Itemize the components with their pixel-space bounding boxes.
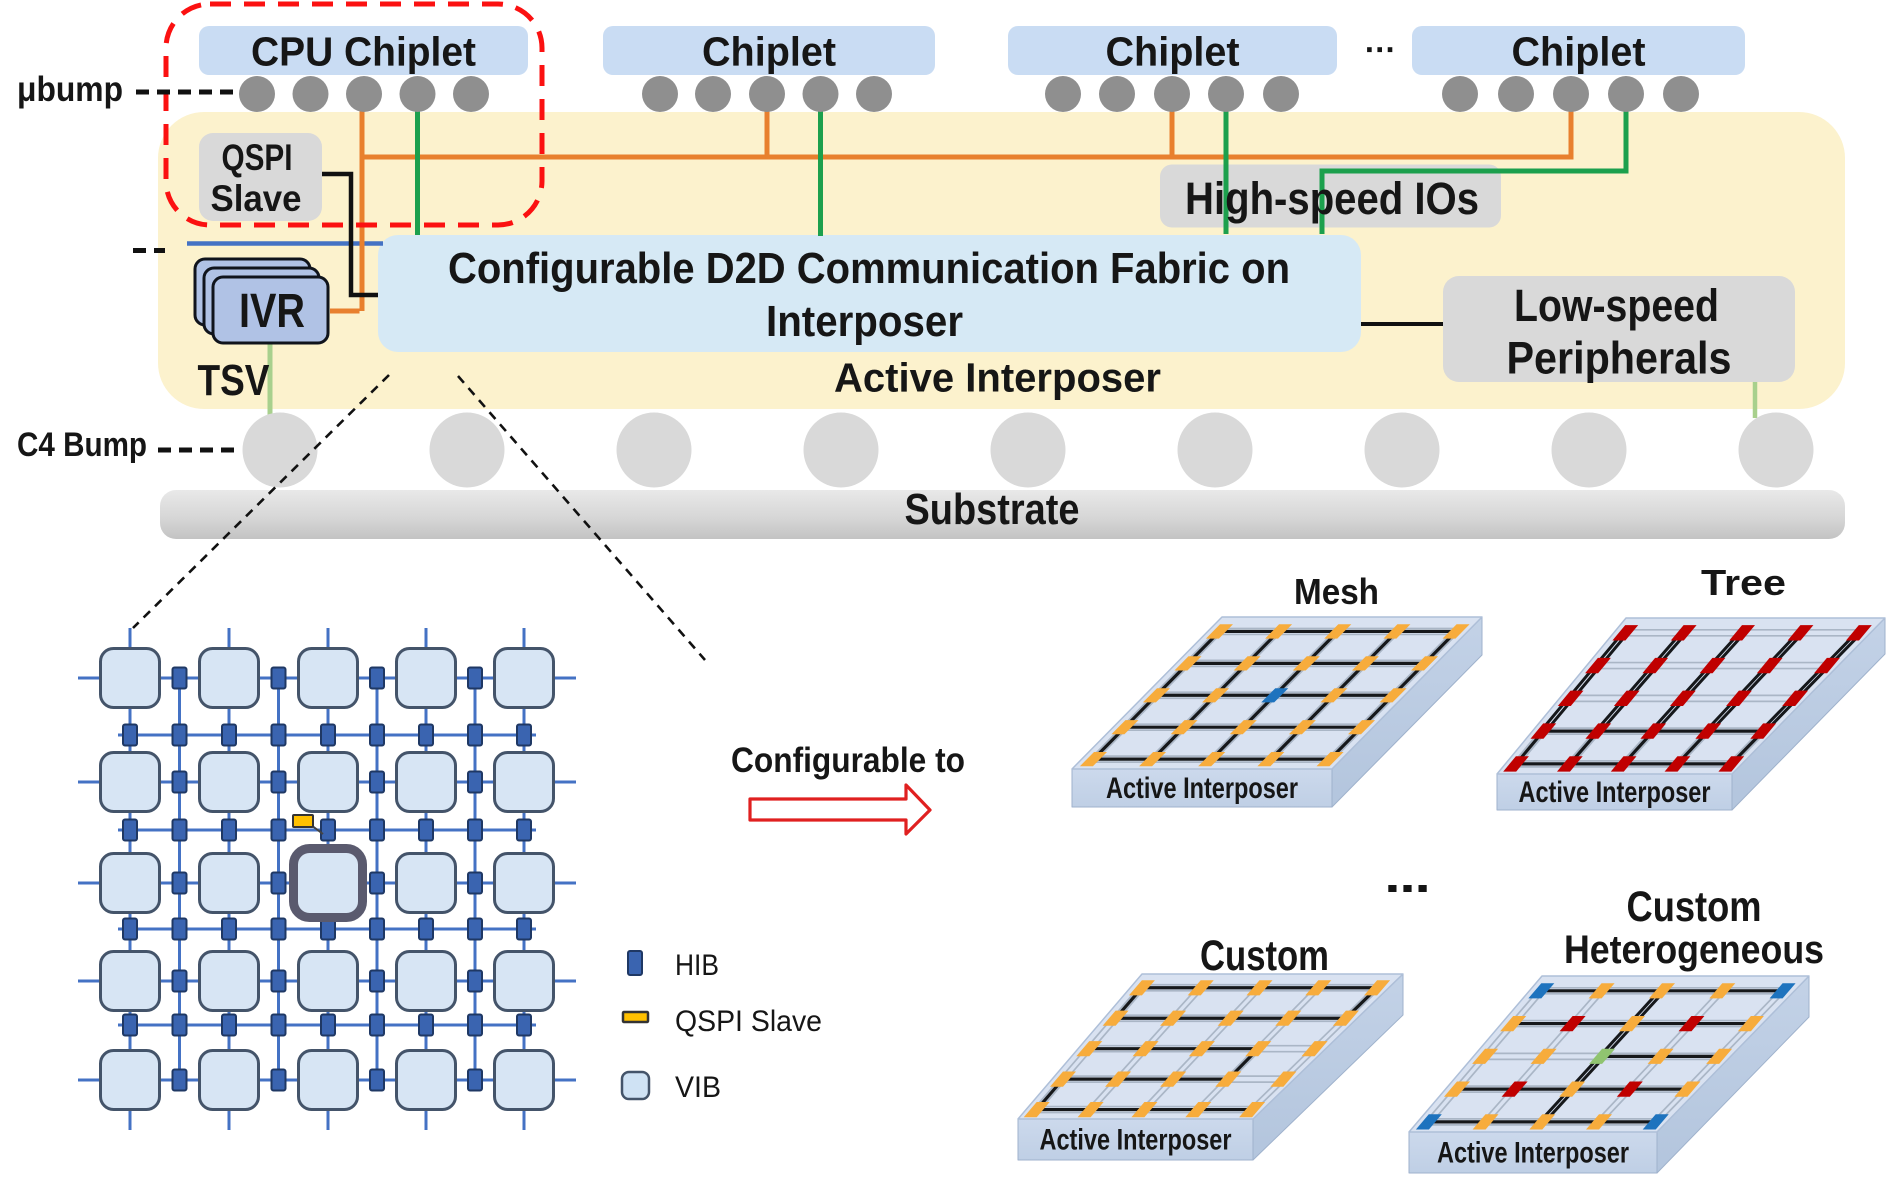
svg-text:Chiplet: Chiplet [1512, 29, 1646, 75]
svg-text:Configurable D2D Communication: Configurable D2D Communication Fabric on [448, 244, 1290, 293]
svg-text:Chiplet: Chiplet [1106, 29, 1240, 75]
svg-text:Slave: Slave [211, 178, 302, 219]
svg-text:Custom: Custom [1200, 933, 1329, 980]
svg-text:QSPI: QSPI [222, 137, 293, 178]
svg-text:HIB: HIB [675, 949, 719, 982]
svg-text:Active Interposer: Active Interposer [1106, 772, 1298, 805]
svg-text:μbump: μbump [17, 70, 123, 109]
svg-text:Chiplet: Chiplet [702, 29, 836, 75]
svg-text:Active Interposer: Active Interposer [834, 355, 1161, 401]
svg-text:Active Interposer: Active Interposer [1519, 776, 1711, 809]
svg-text:Active Interposer: Active Interposer [1437, 1137, 1629, 1170]
svg-text:C4 Bump: C4 Bump [17, 426, 147, 464]
svg-text:Configurable to: Configurable to [731, 741, 965, 780]
svg-text:Tree: Tree [1701, 562, 1786, 603]
svg-text:Active Interposer: Active Interposer [1040, 1124, 1232, 1157]
svg-text:High-speed IOs: High-speed IOs [1185, 173, 1479, 224]
svg-text:Custom: Custom [1627, 884, 1762, 931]
svg-text:IVR: IVR [239, 285, 305, 338]
svg-text:Heterogeneous: Heterogeneous [1564, 928, 1824, 972]
svg-text:VIB: VIB [675, 1071, 721, 1104]
svg-text:Mesh: Mesh [1294, 571, 1379, 612]
svg-text:Interposer: Interposer [766, 297, 963, 346]
svg-text:Peripherals: Peripherals [1507, 333, 1732, 384]
svg-text:Substrate: Substrate [905, 485, 1080, 534]
svg-text:TSV: TSV [198, 356, 271, 405]
svg-text:Low-speed: Low-speed [1514, 280, 1719, 331]
svg-text:QSPI Slave: QSPI Slave [675, 1005, 822, 1038]
svg-text:CPU Chiplet: CPU Chiplet [251, 29, 476, 75]
